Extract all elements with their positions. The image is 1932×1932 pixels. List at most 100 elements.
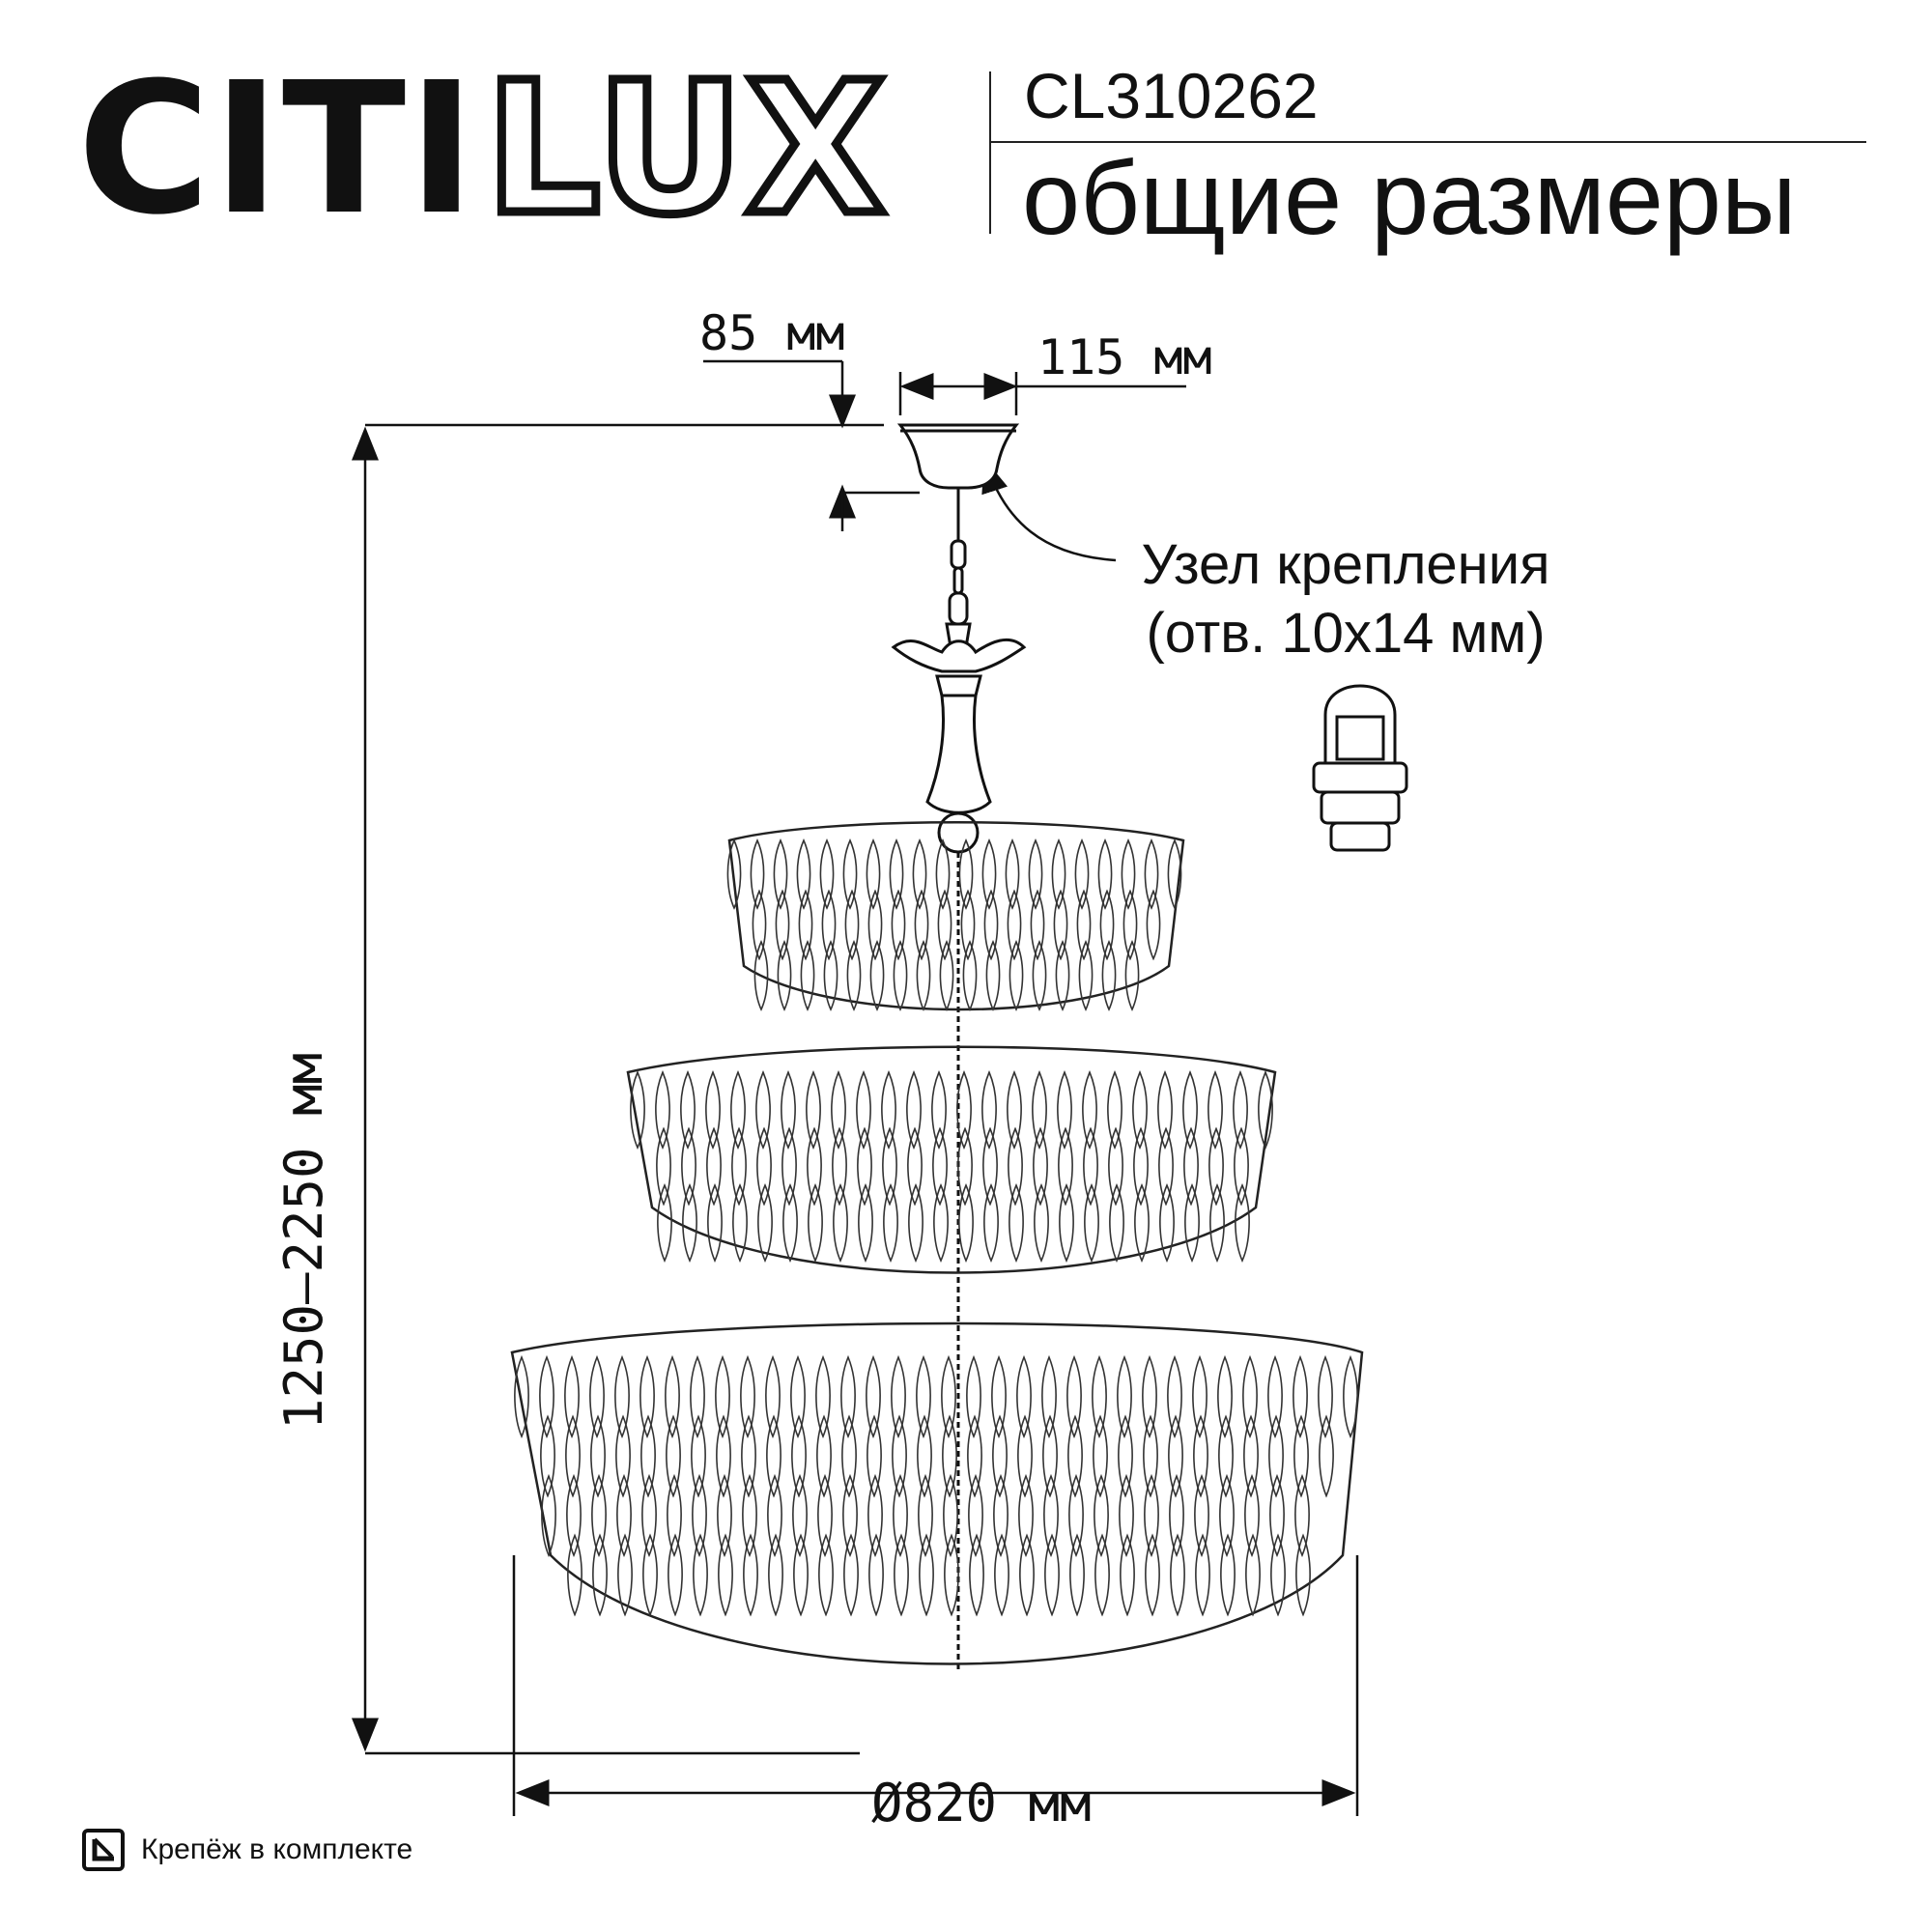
canopy-height-label: 85 мм	[699, 305, 845, 361]
crystal-drop	[806, 1069, 821, 1150]
crystal-drop	[657, 1182, 672, 1263]
crystal-drop	[894, 1533, 909, 1617]
diameter-label: Ø820 мм	[871, 1773, 1092, 1833]
crystal-drop	[1269, 1473, 1285, 1558]
mount-callout: Узел крепления (отв. 10х14 мм)	[1090, 531, 1602, 668]
total-height-dimension	[352, 423, 884, 1755]
crystal-drop	[1245, 1533, 1261, 1617]
crystal-drop	[867, 1473, 883, 1558]
crystal-drop	[816, 1414, 832, 1498]
crystal-drop	[942, 1414, 957, 1498]
crystal-drop	[665, 1354, 680, 1439]
crystal-drop	[1097, 838, 1113, 910]
crystal-drop	[1120, 1533, 1135, 1617]
crystal-drop	[1295, 1533, 1311, 1617]
crystal-drop	[781, 1126, 797, 1207]
crystal-drop	[1041, 1354, 1057, 1439]
crystal-drop	[726, 838, 742, 910]
crystal-drop	[617, 1533, 633, 1617]
crystal-drop	[642, 1533, 658, 1617]
crystal-drop	[1195, 1533, 1210, 1617]
crystal-drop	[960, 889, 976, 961]
crystal-drop	[983, 1182, 999, 1263]
crystal-drop	[1144, 1473, 1159, 1558]
mount-kit-icon	[82, 1829, 125, 1871]
crystal-drop	[957, 1126, 973, 1207]
brand-logo: CITI LUX	[77, 54, 890, 244]
callout-leader	[981, 458, 1117, 562]
crystal-drop	[1082, 1069, 1097, 1150]
crystal-drop	[798, 889, 813, 961]
crystal-drop	[514, 1354, 529, 1439]
crystal-drop	[818, 1533, 834, 1617]
crystal-drop	[893, 940, 908, 1011]
crystal-drop	[937, 889, 952, 961]
crystal-drop	[681, 1126, 696, 1207]
model-number: CL310262	[1024, 60, 1319, 131]
crystal-drop	[1220, 1533, 1236, 1617]
crystal-drop	[1293, 1354, 1308, 1439]
crystal-drop	[1121, 838, 1136, 910]
canopy-width-label: 115 мм	[1037, 329, 1212, 385]
header-divider-horizontal	[989, 141, 1866, 143]
crystal-drop	[791, 1414, 807, 1498]
crystal-drop	[1134, 1182, 1150, 1263]
tier-top	[727, 821, 1185, 1011]
crystal-drop	[1142, 1354, 1157, 1439]
crystal-drop	[1118, 1414, 1133, 1498]
crystal-drop	[707, 1182, 723, 1263]
crystal-drop	[907, 1126, 923, 1207]
crystal-drop	[777, 940, 792, 1011]
crystal-drop	[1083, 1126, 1098, 1207]
crystal-drop	[1007, 889, 1022, 961]
crystal-drop	[630, 1069, 645, 1150]
crystal-drop	[541, 1473, 556, 1558]
crystal-drop	[1107, 1069, 1122, 1150]
crystal-drop	[1143, 1414, 1158, 1498]
crystal-drop	[846, 940, 862, 1011]
ceiling-canopy	[896, 423, 1020, 490]
crystal-drop	[641, 1473, 657, 1558]
crystal-drop	[831, 1069, 846, 1150]
crystal-drop	[1208, 1126, 1224, 1207]
crystal-drop	[1007, 1069, 1022, 1150]
crystal-drop	[1051, 838, 1066, 910]
crystal-drop	[718, 1533, 733, 1617]
crystal-drop	[893, 1473, 908, 1558]
crystal-drop	[1009, 1182, 1024, 1263]
crystal-drop	[715, 1354, 730, 1439]
crystal-drop	[958, 838, 974, 910]
crystal-drop	[1182, 1069, 1198, 1150]
crystal-drop	[592, 1533, 608, 1617]
crystal-drop	[958, 1182, 974, 1263]
crystal-drop	[935, 838, 951, 910]
crystal-drop	[564, 1354, 580, 1439]
crystal-drop	[1217, 1354, 1233, 1439]
crystal-drop	[1318, 1354, 1333, 1439]
crystal-drop	[1109, 1182, 1124, 1263]
crystal-drop	[941, 1354, 956, 1439]
crystal-drop	[731, 1126, 747, 1207]
crystal-drop	[742, 1473, 757, 1558]
crystal-drop	[1293, 1414, 1309, 1498]
crystal-drop	[740, 1354, 755, 1439]
crystal-drop	[843, 1533, 859, 1617]
crystal-drop	[757, 1182, 773, 1263]
crystal-drop	[768, 1533, 783, 1617]
crystal-drop	[931, 1069, 947, 1150]
crystal-drop	[1069, 1533, 1085, 1617]
crystal-drop	[883, 1182, 898, 1263]
crystal-drop	[1124, 940, 1140, 1011]
crystal-drop	[732, 1182, 748, 1263]
crystal-drop	[841, 1414, 857, 1498]
crystal-drop	[916, 940, 931, 1011]
crystal-drop	[615, 1414, 631, 1498]
crystal-drop	[821, 889, 837, 961]
crystal-drop	[706, 1126, 722, 1207]
crystal-drop	[967, 1414, 982, 1498]
crystal-drop	[832, 1126, 847, 1207]
crystal-drop	[1032, 1069, 1047, 1150]
crystal-drop	[1270, 1533, 1286, 1617]
crystal-drop	[1057, 1069, 1072, 1150]
